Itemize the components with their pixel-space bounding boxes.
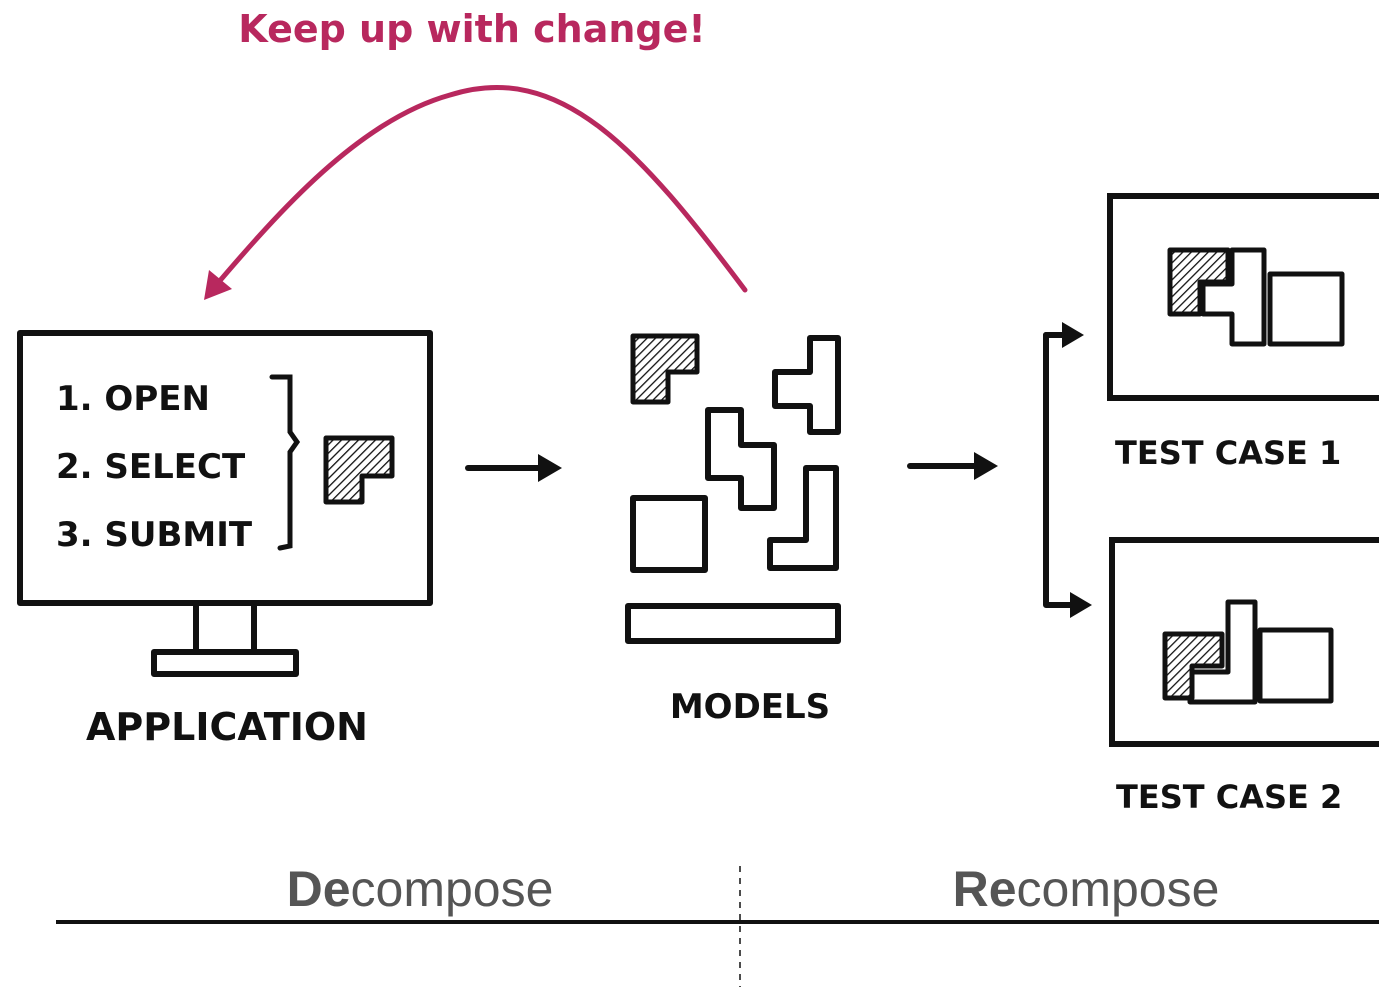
application-monitor [17, 330, 433, 677]
curly-brace [269, 374, 301, 551]
recompose-bold: Re [953, 861, 1017, 917]
banner-text: Keep up with change! [238, 7, 705, 51]
branch-arrowhead-bottom [1070, 592, 1092, 618]
step-open: 1. OPEN [56, 379, 210, 419]
hatched-corner-piece [630, 333, 700, 405]
test-case-1-frame [1107, 193, 1379, 401]
test-case-2-label: TEST CASE 2 [1116, 778, 1342, 816]
feedback-arrow [204, 84, 748, 300]
branch-arrowhead-top [1062, 322, 1084, 348]
bar-piece [625, 603, 841, 644]
recompose-label: Recompose [953, 861, 1220, 917]
test-case-1-pieces [1167, 247, 1345, 347]
l-piece [767, 465, 839, 571]
step-select: 2. SELECT [56, 447, 246, 487]
models-group [625, 333, 841, 644]
decompose-rest: compose [351, 861, 554, 917]
models-label: MODELS [670, 687, 830, 727]
branch-connector [1043, 332, 1075, 608]
square-piece [630, 495, 708, 573]
recompose-rest: compose [1017, 861, 1220, 917]
test-case-2-frame [1109, 537, 1379, 747]
decompose-bold: De [287, 861, 351, 917]
decompose-label: Decompose [287, 861, 554, 917]
application-label: APPLICATION [86, 705, 368, 749]
t-piece [772, 335, 841, 435]
test-case-1-label: TEST CASE 1 [1115, 434, 1341, 472]
test-case-2-pieces [1162, 599, 1334, 705]
s-piece [705, 407, 777, 511]
step-submit: 3. SUBMIT [56, 515, 253, 555]
monitor-model-piece [323, 435, 395, 505]
arrow-to-models [465, 454, 562, 482]
arrow-to-test-cases [907, 452, 998, 480]
